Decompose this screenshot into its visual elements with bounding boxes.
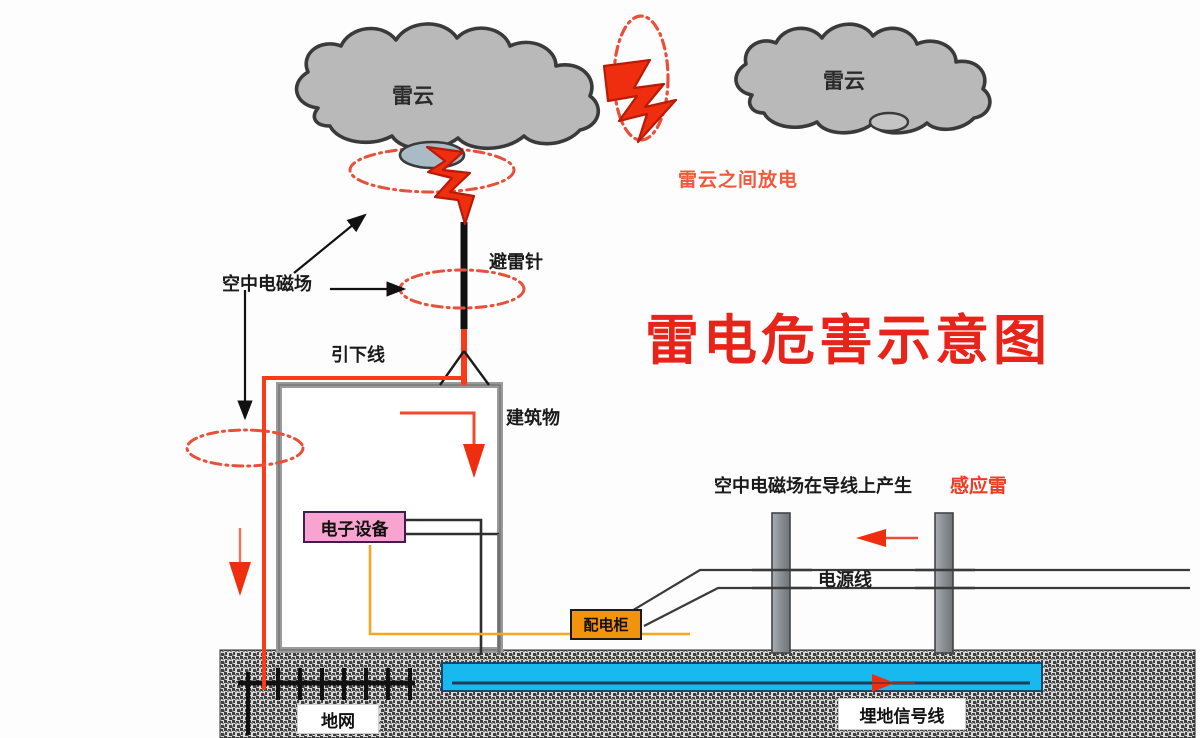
power-line-poles <box>752 512 975 654</box>
down-conductor-current-arrow <box>229 528 251 596</box>
lightning-rod <box>439 222 490 386</box>
cloud-to-cloud-bolt <box>602 58 678 144</box>
induced-lightning-label: 感应雷 <box>950 475 1008 497</box>
air-em-field-label: 空中电磁场 <box>222 274 312 295</box>
power-line-label: 电源线 <box>818 570 872 591</box>
buried-signal-cable <box>441 662 1043 692</box>
label-leader-lines <box>237 213 407 421</box>
buried-signal-line-label: 埋地信号线 <box>838 698 966 730</box>
lightning-rod-label: 避雷针 <box>489 252 543 273</box>
building-label: 建筑物 <box>506 408 560 429</box>
thundercloud-left <box>294 22 601 170</box>
down-conductor-label: 引下线 <box>331 345 385 366</box>
page-title: 雷电危害示意图 <box>645 309 1051 372</box>
distribution-cabinet-box[interactable]: 配电柜 <box>570 609 642 640</box>
cloud-to-rod-bolt <box>425 145 476 226</box>
electronic-equipment-box[interactable]: 电子设备 <box>303 511 406 543</box>
ground-grid <box>238 668 415 735</box>
cloud-discharge-label: 雷云之间放电 <box>678 169 799 191</box>
induced-lightning-sentence: 空中电磁场在导线上产生 <box>714 476 912 497</box>
cloud-right-label: 雷云 <box>823 69 865 93</box>
ground-grid-label: 地网 <box>297 704 379 734</box>
down-conductor <box>262 376 464 690</box>
cloud-left-label: 雷云 <box>392 84 434 108</box>
thundercloud-right <box>734 22 992 135</box>
building-surge-arrow <box>400 411 485 478</box>
power-line-current-arrow <box>856 529 918 547</box>
em-field-ellipse-lower <box>185 428 305 468</box>
cabinet-connections <box>629 568 1190 627</box>
